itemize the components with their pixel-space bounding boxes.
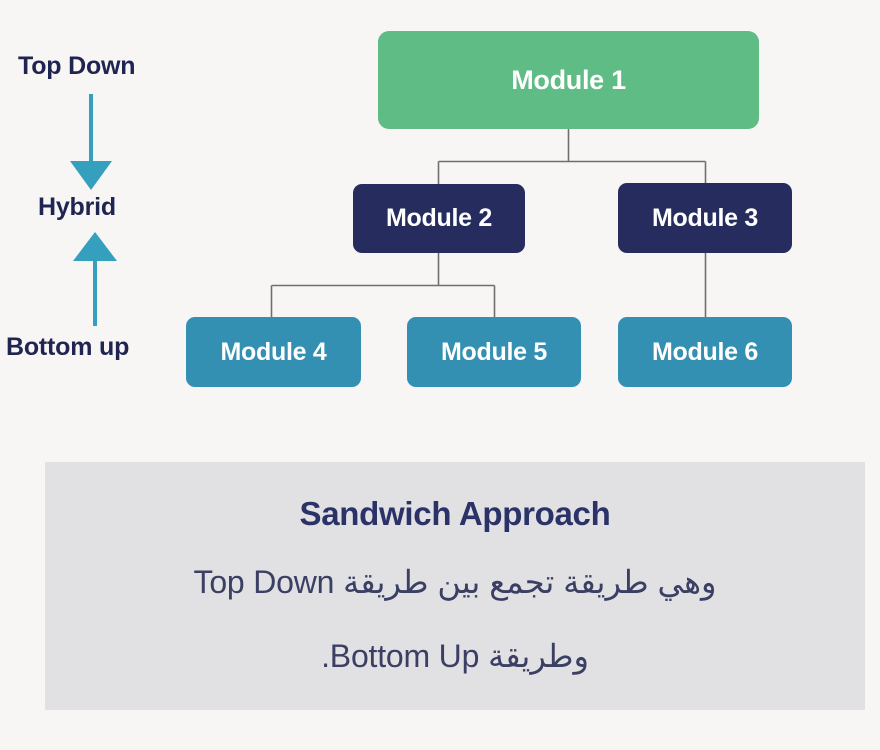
tree-node-module-3[interactable]: Module 3 (618, 183, 792, 253)
tree-node-label: Module 4 (220, 337, 327, 366)
tree-node-module-4[interactable]: Module 4 (186, 317, 361, 387)
arrow-up-icon (73, 232, 117, 326)
tree-node-module-2[interactable]: Module 2 (353, 184, 525, 253)
caption-title: Sandwich Approach (299, 495, 611, 532)
caption-description-line-2: وطريقة Bottom Up. (321, 638, 589, 674)
tree-node-module-1[interactable]: Module 1 (378, 31, 759, 129)
tree-connectors (270, 129, 707, 317)
arrow-down-icon (70, 94, 112, 190)
axis-label-top-down: Top Down (18, 52, 136, 80)
tree-node-label: Module 2 (386, 204, 492, 232)
caption-panel: Sandwich Approach وهي طريقة تجمع بين طري… (45, 462, 865, 710)
axis-label-bottom-up: Bottom up (6, 333, 130, 361)
caption-description-line-1: وهي طريقة تجمع بين طريقة Top Down (193, 564, 717, 600)
axis-label-hybrid: Hybrid (38, 193, 116, 221)
tree-node-label: Module 3 (652, 203, 758, 232)
tree-node-module-5[interactable]: Module 5 (407, 317, 581, 387)
tree-node-label: Module 1 (511, 64, 626, 95)
tree-node-label: Module 6 (652, 337, 758, 366)
tree-node-module-6[interactable]: Module 6 (618, 317, 792, 387)
tree-node-label: Module 5 (441, 337, 547, 366)
